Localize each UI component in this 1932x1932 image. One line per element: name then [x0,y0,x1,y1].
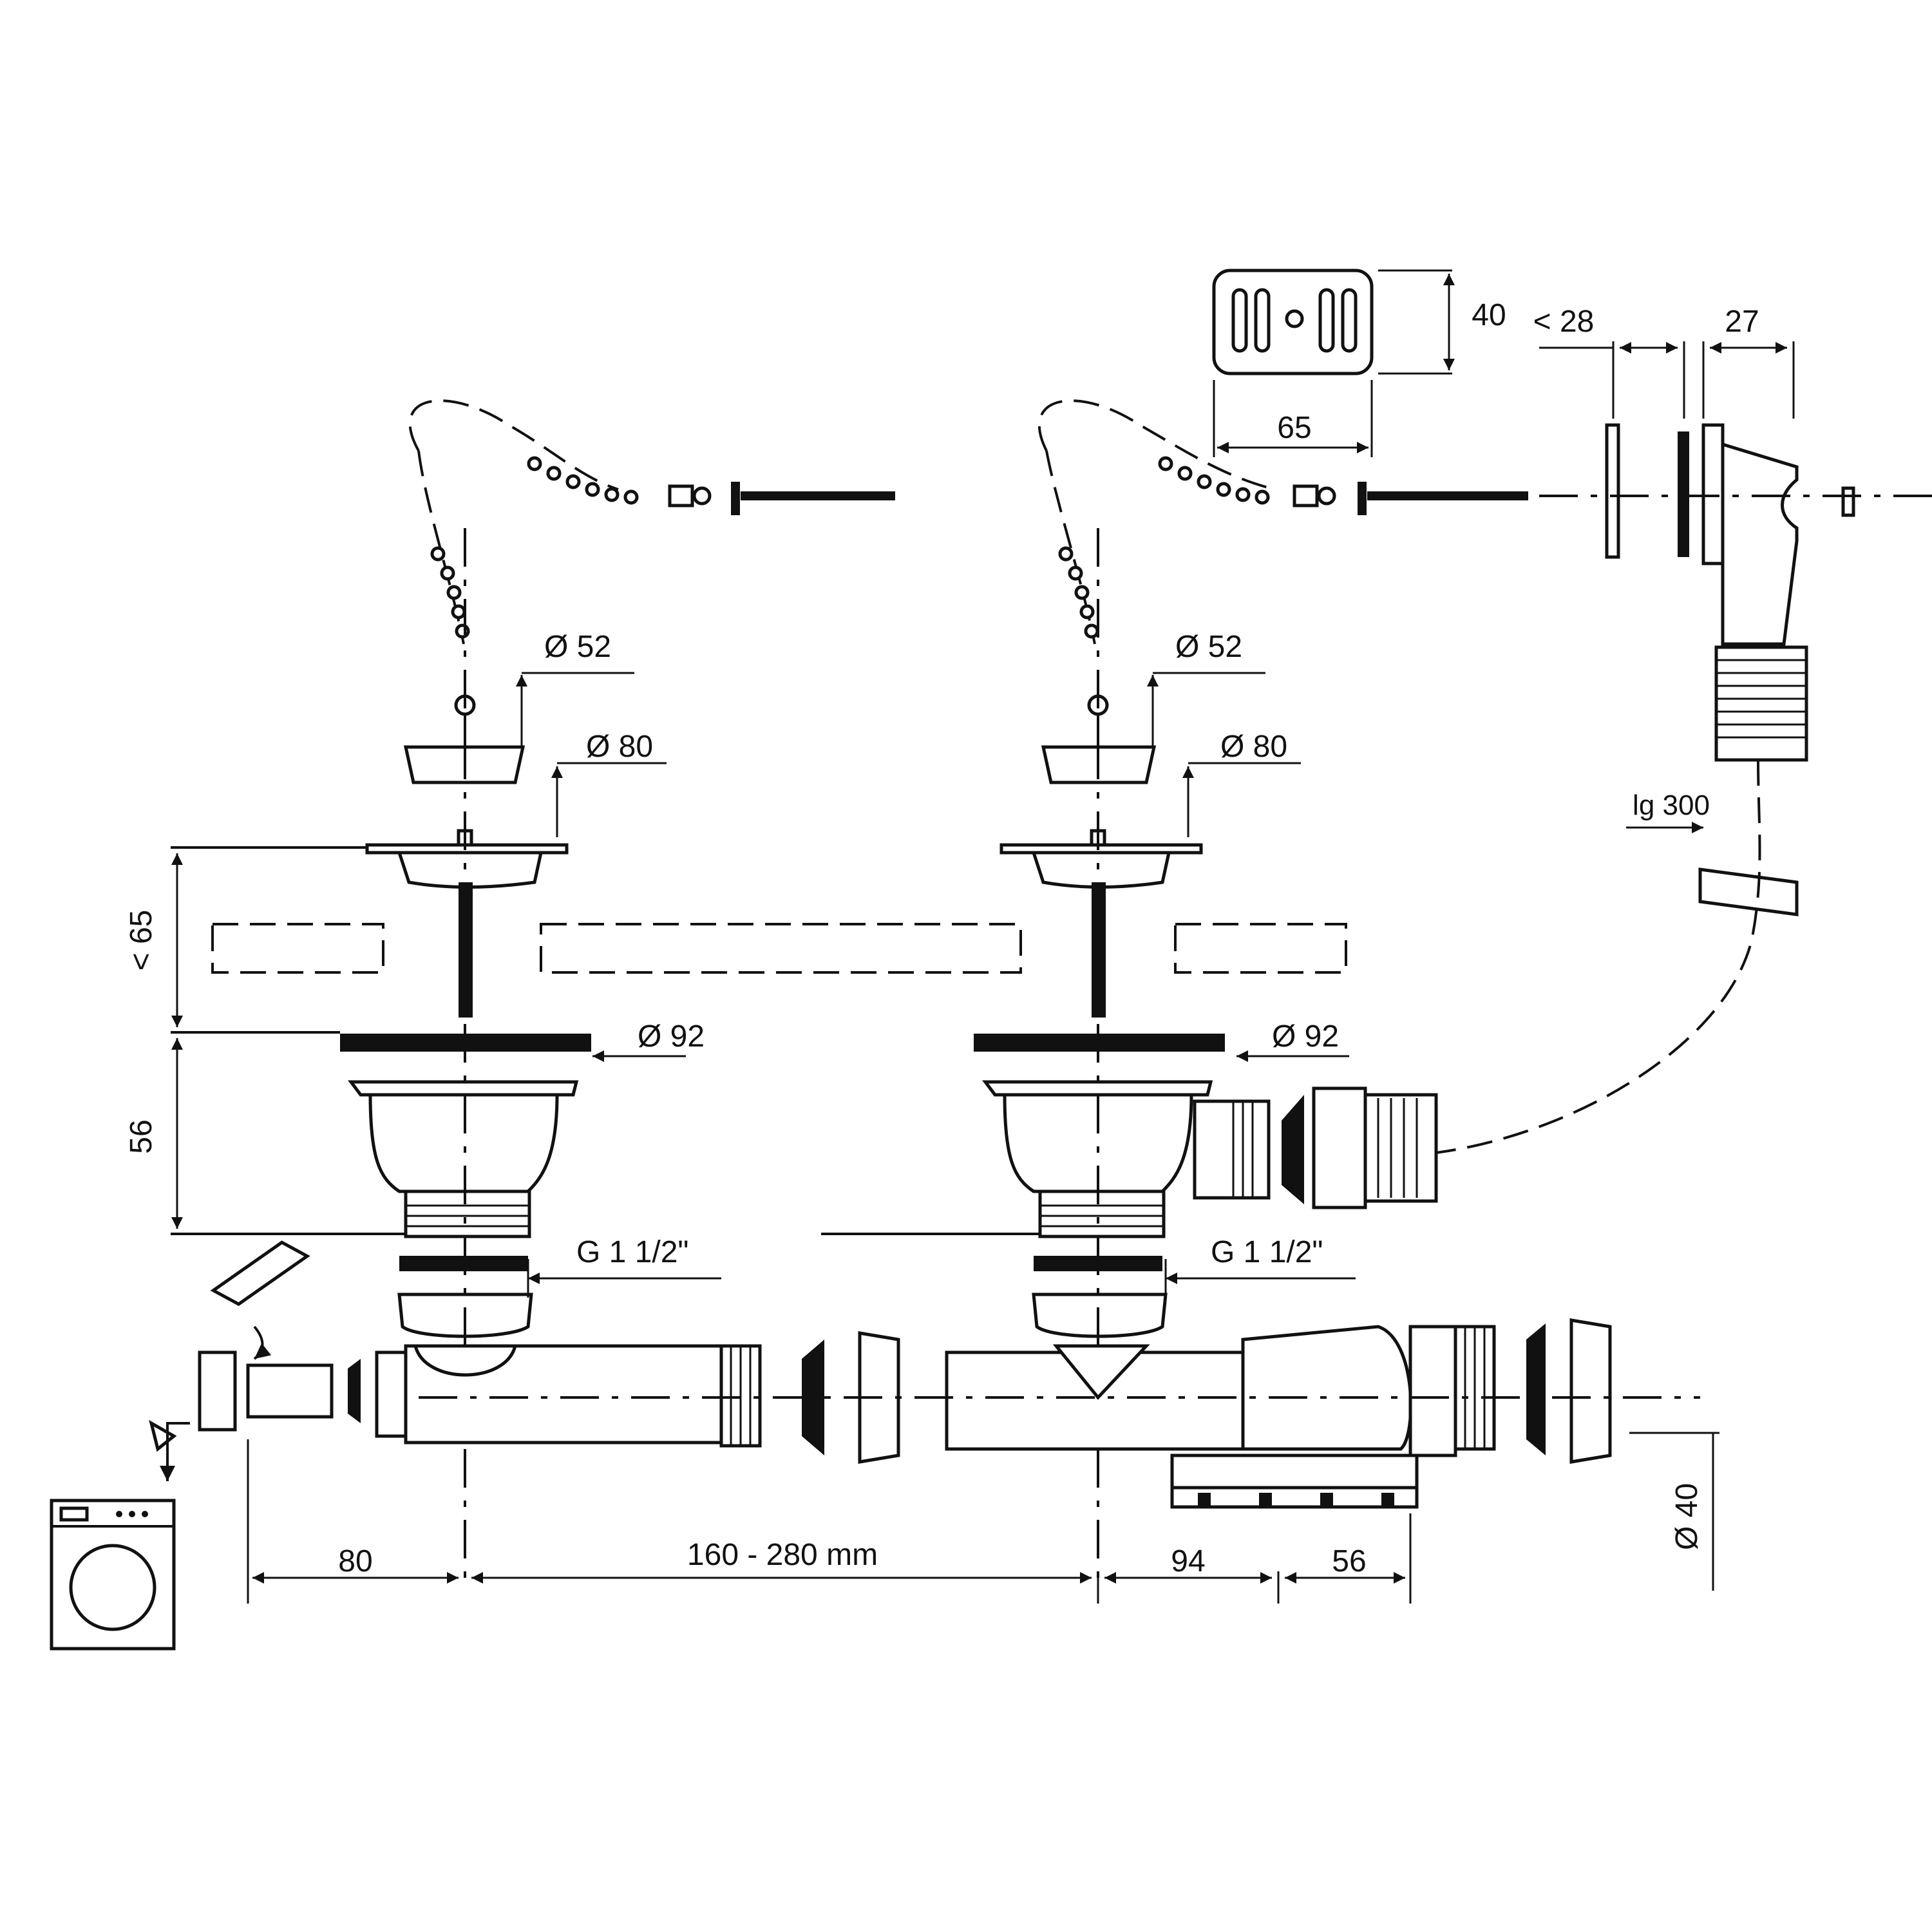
right-chain-beads [1058,456,1270,639]
right-strainer-assembly [821,399,1528,1584]
dimension-lines [171,672,1719,1604]
label-overflow-depth: 27 [1725,305,1759,339]
label-height-bottom: 56 [124,1119,158,1153]
label-hose-length: lg 300 [1633,790,1710,821]
washing-machine-icon [50,1499,176,1651]
overflow-body [1435,341,1932,1154]
label-plate-width: 65 [1277,411,1311,445]
overflow-cover-plate [1212,269,1455,457]
trap-pipework [149,1240,1700,1509]
label-thread-right: G 1 1/2" [1211,1235,1323,1269]
label-wall-thickness: < 28 [1533,305,1595,339]
sink-bowl-outlines [211,923,1347,974]
left-chain-beads [430,456,639,639]
label-d80-left: Ø 80 [586,730,653,764]
label-d92-left: Ø 92 [638,1019,705,1054]
label-d52-left: Ø 52 [544,630,611,664]
label-width-56: 56 [1332,1544,1366,1578]
label-d92-right: Ø 92 [1272,1019,1339,1054]
label-thread-left: G 1 1/2" [576,1235,688,1269]
label-spacing: 160 - 280 mm [687,1538,878,1572]
label-width-94: 94 [1171,1544,1205,1578]
label-pipe-diameter: Ø 40 [1670,1483,1704,1550]
label-width-80: 80 [338,1544,372,1578]
label-plate-height: 40 [1472,298,1506,332]
label-d52-right: Ø 52 [1175,630,1242,664]
label-d80-right: Ø 80 [1220,730,1287,764]
label-height-top: < 65 [124,910,158,971]
dimension-labels: Ø 52 Ø 80 Ø 92 G 1 1/2" Ø 52 Ø 80 Ø 92 G… [124,298,1759,1578]
